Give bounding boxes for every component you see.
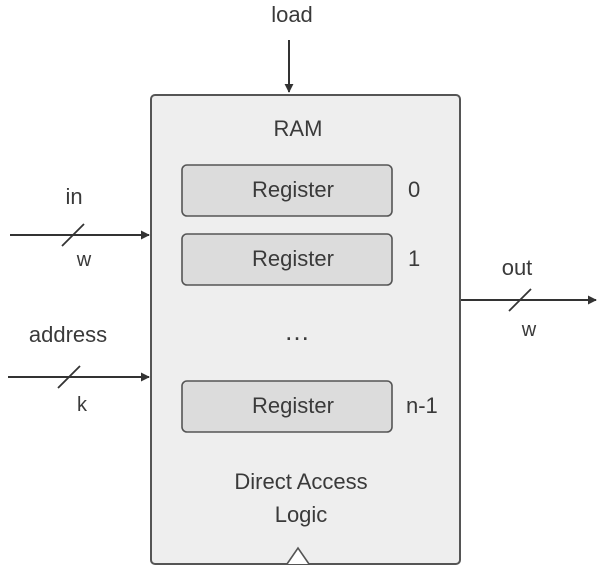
register-0-label: Register — [252, 177, 334, 202]
load-label: load — [271, 2, 313, 27]
in-width-label: w — [76, 249, 92, 271]
address-width-label: k — [77, 394, 88, 416]
in-label: in — [65, 184, 82, 209]
register-0-box — [181, 164, 393, 217]
out-bus-slash — [508, 288, 532, 312]
ram-title: RAM — [274, 116, 323, 141]
clock-triangle-icon — [286, 546, 310, 565]
register-1-label: Register — [252, 246, 334, 271]
out-label: out — [502, 255, 533, 280]
in-bus-slash — [61, 223, 85, 247]
register-1-index: 1 — [408, 246, 420, 271]
out-width-label: w — [521, 319, 537, 341]
register-n-1-label: Register — [252, 393, 334, 418]
address-label: address — [29, 322, 107, 347]
register-1-box — [181, 233, 393, 286]
register-n-1-box — [181, 380, 393, 433]
register-0-index: 0 — [408, 177, 420, 202]
register-n-1-index: n-1 — [406, 393, 438, 418]
address-bus-slash — [57, 365, 81, 389]
logic-label-line2: Logic — [275, 502, 328, 527]
register-ellipsis: … — [284, 316, 310, 346]
logic-label-line1: Direct Access — [234, 469, 367, 494]
